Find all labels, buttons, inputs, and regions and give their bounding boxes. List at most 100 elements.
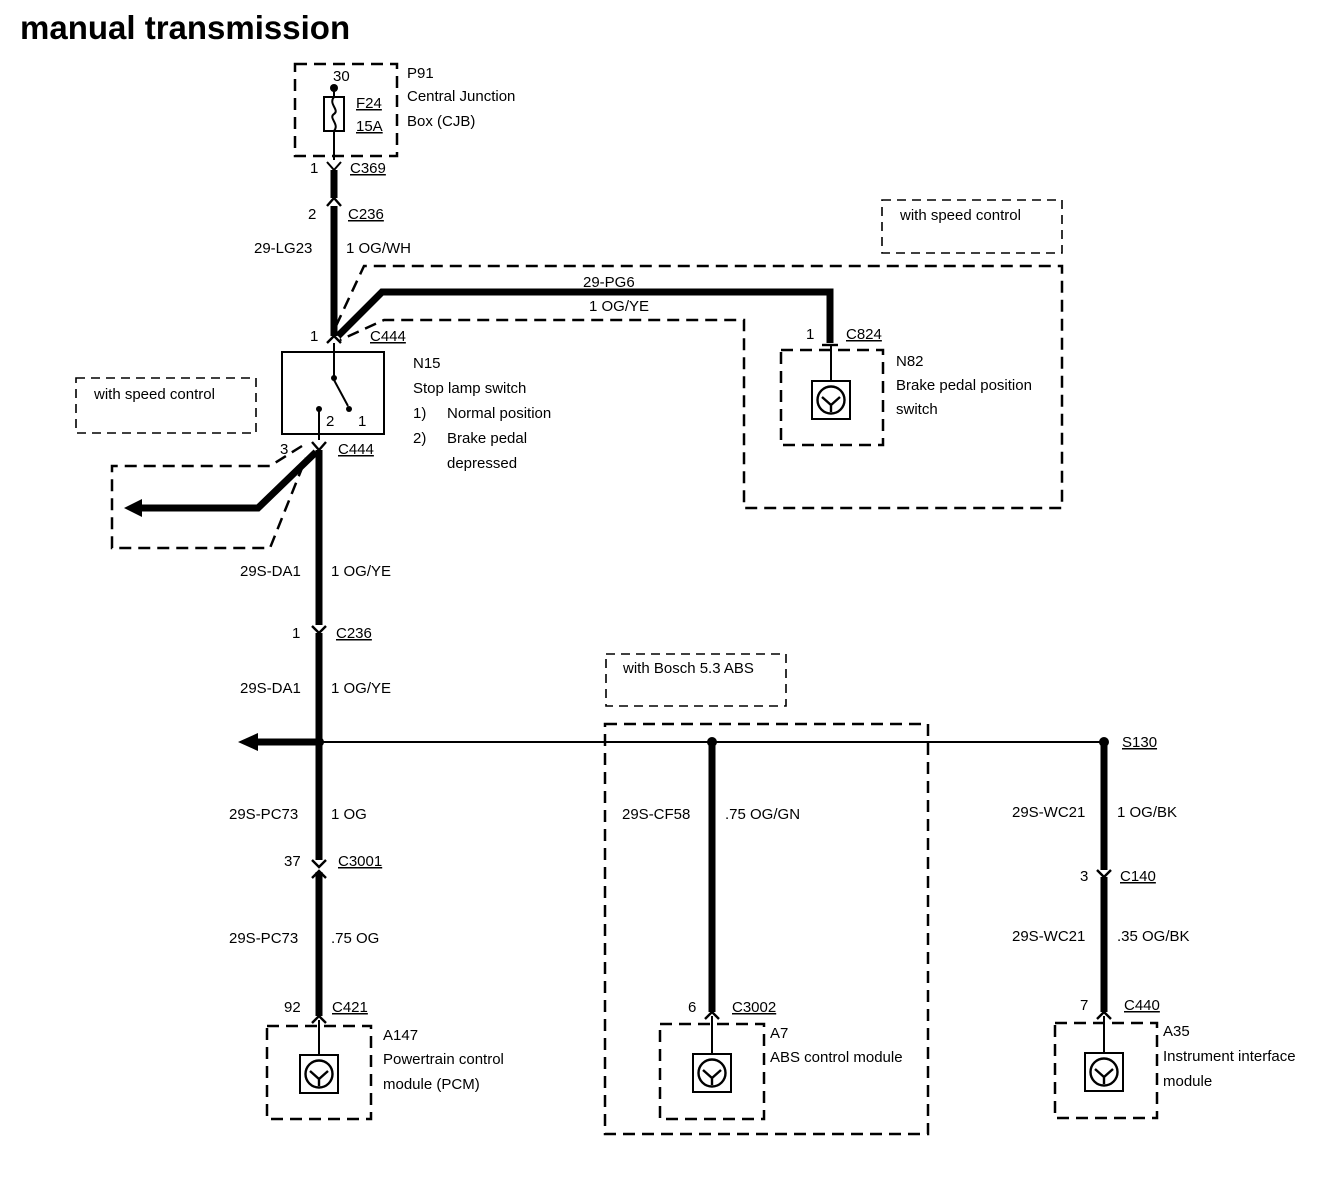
abs-name-line1: ABS control module — [770, 1049, 903, 1066]
wire-bpp-spec: 1 OG/YE — [589, 298, 649, 315]
bosch-label: with Bosch 5.3 ABS — [622, 660, 754, 677]
c3002-pin: 6 — [688, 999, 696, 1016]
connector-c3002: 6 C3002 — [688, 999, 776, 1020]
speed-control-note-left — [75, 377, 257, 434]
wire-bpp-circuit: 29-PG6 — [583, 274, 635, 291]
arrow-left-icon — [238, 733, 258, 751]
connector-c236-bottom: 1 C236 — [292, 625, 372, 642]
abs-id: A7 — [770, 1025, 788, 1042]
iim-id: A35 — [1163, 1023, 1190, 1040]
n15-legend-1-num: 1) — [413, 405, 426, 422]
c3001-id: C3001 — [338, 853, 382, 870]
c444-in-id: C444 — [370, 328, 406, 345]
n15-id: N15 — [413, 355, 441, 372]
pcm-module: A147 Powertrain control module (PCM) — [265, 1020, 504, 1121]
module-icon — [1083, 1051, 1125, 1093]
wire-out1-circuit: 29S-DA1 — [240, 563, 301, 580]
speed-control-right-label: with speed control — [899, 207, 1021, 224]
n82-name-line1: Brake pedal position — [896, 377, 1032, 394]
iim-wire1-circuit: 29S-WC21 — [1012, 804, 1085, 821]
abs-module: A7 ABS control module — [658, 1016, 903, 1121]
central-junction-box: 30 F24 15A P91 Central Junction Box (CJB… — [293, 62, 515, 160]
c369-pin: 1 — [310, 160, 318, 177]
wire-branch-left — [140, 449, 319, 512]
cjb-pin: 30 — [333, 68, 350, 85]
n15-legend-3-text: depressed — [447, 455, 517, 472]
c440-id: C440 — [1124, 997, 1160, 1014]
iim-name-line2: module — [1163, 1073, 1212, 1090]
abs-wire-spec: .75 OG/GN — [725, 806, 800, 823]
iim-wire2-circuit: 29S-WC21 — [1012, 928, 1085, 945]
n15-name: Stop lamp switch — [413, 380, 526, 397]
connector-c440: 7 C440 — [1080, 997, 1160, 1020]
wire-feed-spec: 1 OG/WH — [346, 240, 411, 257]
wire-out1-spec: 1 OG/YE — [331, 563, 391, 580]
pcm-name-line1: Powertrain control — [383, 1051, 504, 1068]
module-icon — [691, 1052, 733, 1094]
connector-c369: 1 C369 — [310, 160, 386, 177]
brake-pedal-position-switch: N82 Brake pedal position switch — [779, 345, 1032, 447]
splice-id: S130 — [1122, 734, 1157, 751]
connector-c140: 3 C140 — [1080, 868, 1156, 885]
abs-wire-circuit: 29S-CF58 — [622, 806, 690, 823]
c236-bottom-pin: 1 — [292, 625, 300, 642]
c444-out-id: C444 — [338, 441, 374, 458]
pcm-wire2-spec: .75 OG — [331, 930, 379, 947]
cjb-id: P91 — [407, 65, 434, 82]
c236-top-pin: 2 — [308, 206, 316, 223]
speed-control-branch-region — [110, 444, 308, 550]
wire-out2-circuit: 29S-DA1 — [240, 680, 301, 697]
module-icon — [298, 1053, 340, 1095]
fuse-id: F24 — [356, 95, 382, 112]
c421-id: C421 — [332, 999, 368, 1016]
iim-name-line1: Instrument interface — [1163, 1048, 1296, 1065]
pcm-wire2-circuit: 29S-PC73 — [229, 930, 298, 947]
wire-bpp — [335, 288, 834, 343]
cjb-name-line1: Central Junction — [407, 88, 515, 105]
iim-wire1-spec: 1 OG/BK — [1117, 804, 1177, 821]
speed-control-note-right — [881, 199, 1063, 254]
c369-id: C369 — [350, 160, 386, 177]
connector-c236-top: 2 C236 — [308, 196, 384, 223]
wire-feed-circuit: 29-LG23 — [254, 240, 312, 257]
arrow-left-icon — [124, 499, 142, 517]
c140-pin: 3 — [1080, 868, 1088, 885]
n15-legend-2-num: 2) — [413, 430, 426, 447]
c421-pin: 92 — [284, 999, 301, 1016]
connector-c421: 92 C421 — [284, 999, 368, 1024]
bosch-abs-note — [605, 653, 787, 707]
c444-out-pin: 3 — [280, 441, 288, 458]
n15-pin2: 2 — [326, 413, 334, 430]
wire-out2-spec: 1 OG/YE — [331, 680, 391, 697]
c824-id: C824 — [846, 326, 882, 343]
n15-legend-1-text: Normal position — [447, 405, 551, 422]
n15-legend-2-text: Brake pedal — [447, 430, 527, 447]
c236-top-id: C236 — [348, 206, 384, 223]
abs-region — [603, 722, 930, 1136]
iim-wire2-spec: .35 OG/BK — [1117, 928, 1190, 945]
speed-control-left-label: with speed control — [93, 386, 215, 403]
page-title: manual transmission — [20, 9, 350, 46]
connector-c444-in: 1 C444 — [310, 328, 406, 345]
connector-c824: 1 C824 — [806, 326, 882, 347]
instrument-interface-module: A35 Instrument interface module — [1053, 1016, 1296, 1120]
c236-bottom-id: C236 — [336, 625, 372, 642]
n82-name-line2: switch — [896, 401, 938, 418]
connector-c3001: 37 C3001 — [284, 853, 382, 879]
c140-id: C140 — [1120, 868, 1156, 885]
stop-lamp-switch: 2 1 N15 Stop lamp switch 1) Normal posit… — [281, 343, 551, 472]
c824-pin: 1 — [806, 326, 814, 343]
speed-control-region — [334, 264, 1064, 510]
c3001-pin: 37 — [284, 853, 301, 870]
pcm-name-line2: module (PCM) — [383, 1076, 480, 1093]
n15-pin1: 1 — [358, 413, 366, 430]
c440-pin: 7 — [1080, 997, 1088, 1014]
c444-in-pin: 1 — [310, 328, 318, 345]
fuse-rating: 15A — [356, 118, 383, 135]
cjb-name-line2: Box (CJB) — [407, 113, 475, 130]
n82-id: N82 — [896, 353, 924, 370]
c3002-id: C3002 — [732, 999, 776, 1016]
module-icon — [810, 379, 852, 421]
pcm-id: A147 — [383, 1027, 418, 1044]
